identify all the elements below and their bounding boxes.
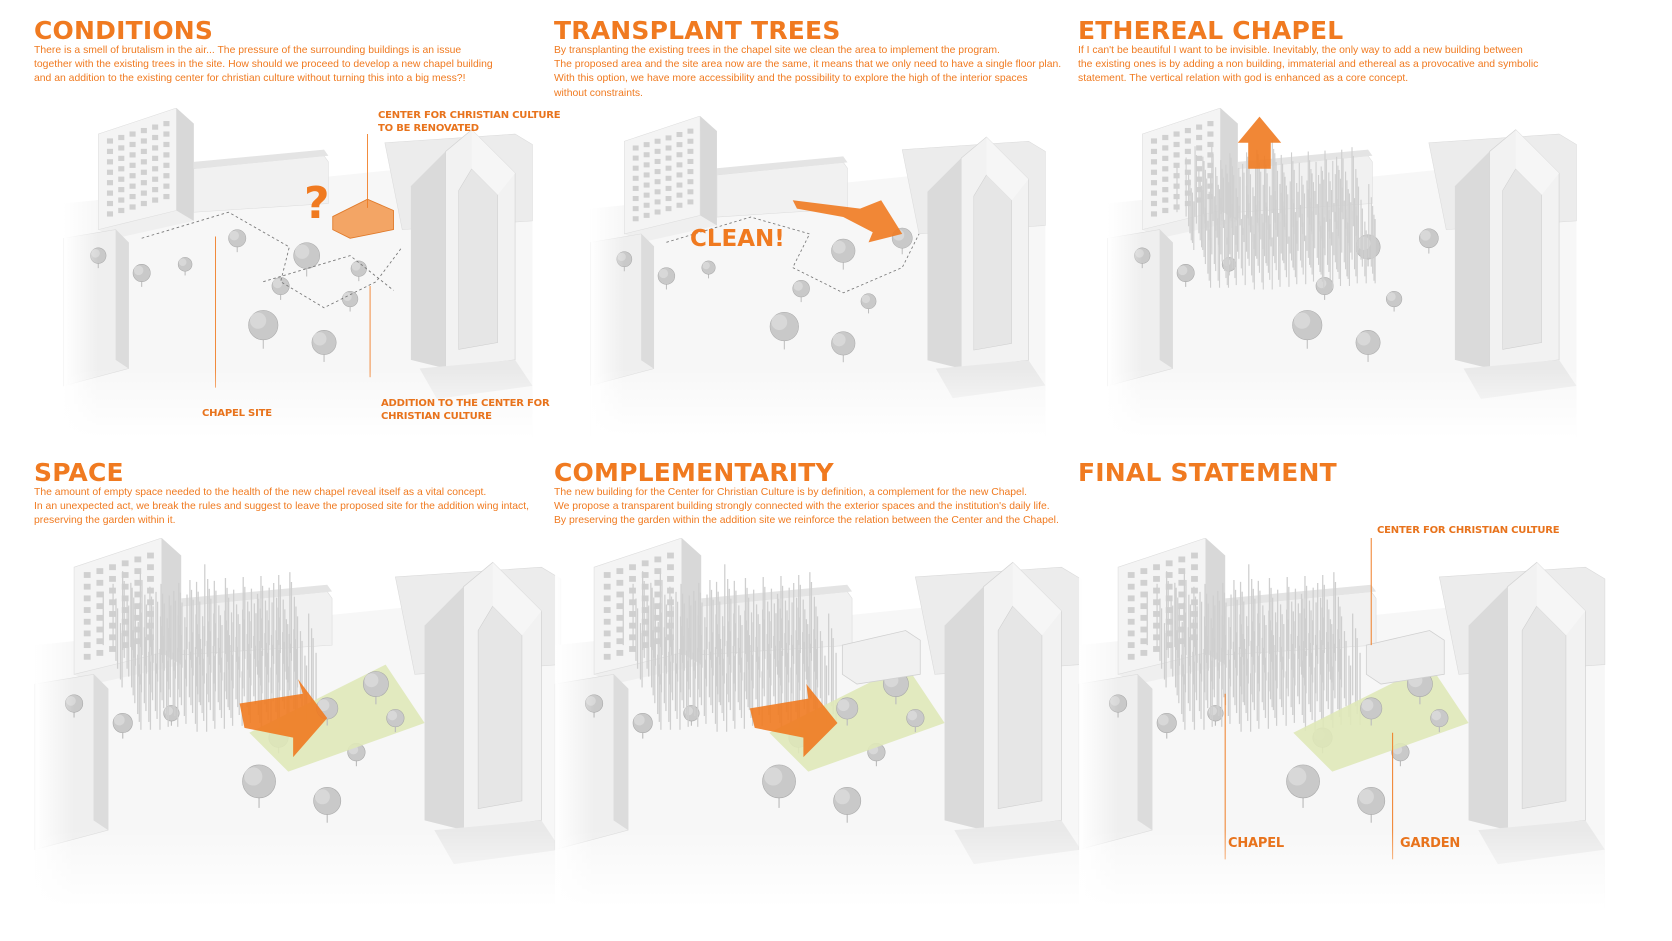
- tree-icon: [112, 712, 133, 739]
- ethereal-chapel-sticks: [1146, 564, 1361, 732]
- panel-ethereal-chapel: ETHEREAL CHAPEL If I can't be beautiful …: [1072, 16, 1612, 456]
- scene-svg: [34, 538, 562, 908]
- panel-title: TRANSPLANT TREES: [554, 16, 841, 45]
- tree-icon: [228, 229, 247, 253]
- panel-description: By transplanting the existing trees in t…: [554, 45, 1062, 99]
- tree-icon: [242, 764, 276, 808]
- ethereal-chapel-sticks: [1176, 140, 1376, 290]
- label-center-renovated: CENTER FOR CHRISTIAN CULTURE TO BE RENOV…: [378, 110, 561, 134]
- scene-svg: [590, 116, 1046, 436]
- tree-icon: [831, 238, 856, 270]
- panel-space: SPACE The amount of empty space needed t…: [28, 458, 568, 908]
- arrow-icon: [1237, 116, 1282, 169]
- scene-svg: [1078, 538, 1606, 908]
- panel-description: If I can't be beautiful I want to be inv…: [1078, 45, 1539, 85]
- arrow-icon: [749, 684, 838, 758]
- panel-description: The new building for the Center for Chri…: [554, 487, 1059, 527]
- new-center-building: [1365, 630, 1445, 685]
- tree-icon: [632, 712, 653, 739]
- scene-svg: [1107, 108, 1577, 438]
- label-garden: GARDEN: [1400, 836, 1461, 851]
- tree-icon: [1430, 709, 1449, 733]
- tree-icon: [701, 260, 716, 279]
- panel-title: FINAL STATEMENT: [1078, 458, 1337, 487]
- tree-icon: [177, 257, 193, 276]
- tree-icon: [1286, 764, 1320, 808]
- panel-conditions: CONDITIONS There is a smell of brutalism…: [28, 16, 568, 456]
- tree-icon: [831, 331, 856, 363]
- tree-icon: [1292, 310, 1323, 349]
- tree-icon: [132, 264, 151, 287]
- panel-description: The amount of empty space needed to the …: [34, 487, 530, 527]
- panel-description: There is a smell of brutalism in the air…: [34, 45, 493, 85]
- church: [927, 136, 1046, 399]
- tree-icon: [1355, 330, 1381, 362]
- site-axonometric: [1072, 108, 1612, 438]
- site-axonometric: [28, 108, 568, 438]
- arrow-icon: [239, 679, 328, 758]
- panel-title: SPACE: [34, 458, 124, 487]
- tree-icon: [313, 786, 342, 823]
- tree-icon: [311, 330, 337, 362]
- site-axonometric: [548, 116, 1088, 436]
- site-axonometric: [548, 538, 1088, 908]
- panel-title: CONDITIONS: [34, 16, 214, 45]
- tree-icon: [1156, 712, 1177, 739]
- label-center: CENTER FOR CHRISTIAN CULTURE: [1377, 525, 1560, 536]
- panel-complementarity: COMPLEMENTARITY The new building for the…: [548, 458, 1088, 908]
- panel-title: COMPLEMENTARITY: [554, 458, 834, 487]
- tree-icon: [386, 709, 405, 733]
- tree-icon: [342, 290, 359, 312]
- tree-icon: [762, 764, 796, 808]
- tree-icon: [362, 671, 389, 705]
- new-center-building: [841, 630, 921, 685]
- tree-icon: [1386, 290, 1403, 312]
- panel-transplant-trees: TRANSPLANT TREES By transplanting the ex…: [548, 16, 1088, 456]
- arrow-icon: [792, 200, 903, 243]
- ethereal-chapel-sticks: [102, 564, 317, 732]
- site-axonometric: [1072, 538, 1612, 908]
- tree-icon: [769, 311, 799, 350]
- label-addition: ADDITION TO THE CENTER FOR CHRISTIAN CUL…: [381, 398, 550, 422]
- label-chapel: CHAPEL: [1228, 836, 1284, 851]
- clean-callout: CLEAN!: [690, 226, 785, 252]
- panel-title: ETHEREAL CHAPEL: [1078, 16, 1344, 45]
- tree-icon: [792, 279, 810, 303]
- label-chapel-site: CHAPEL SITE: [202, 408, 272, 419]
- scene-svg: [63, 108, 533, 438]
- tree-icon: [906, 709, 925, 733]
- scene-svg: [554, 538, 1082, 908]
- tree-icon: [271, 277, 290, 300]
- tree-icon: [836, 697, 859, 726]
- tree-icon: [1360, 697, 1383, 726]
- tree-icon: [1357, 786, 1386, 823]
- low-block: [193, 149, 329, 213]
- tree-icon: [1419, 228, 1439, 254]
- tree-icon: [860, 293, 877, 314]
- site-axonometric: [28, 538, 568, 908]
- tree-icon: [293, 242, 320, 277]
- tree-icon: [657, 267, 676, 290]
- tree-icon: [1315, 277, 1334, 300]
- office-tower: [98, 108, 194, 239]
- office-tower: [624, 116, 717, 243]
- panel-final-statement: FINAL STATEMENT: [1072, 458, 1612, 908]
- tree-icon: [1176, 264, 1195, 287]
- tree-icon: [350, 260, 367, 282]
- tree-icon: [833, 786, 862, 823]
- tree-icon: [248, 310, 279, 349]
- ethereal-chapel-sticks: [622, 564, 837, 732]
- church: [424, 561, 561, 865]
- question-mark: ?: [304, 178, 330, 229]
